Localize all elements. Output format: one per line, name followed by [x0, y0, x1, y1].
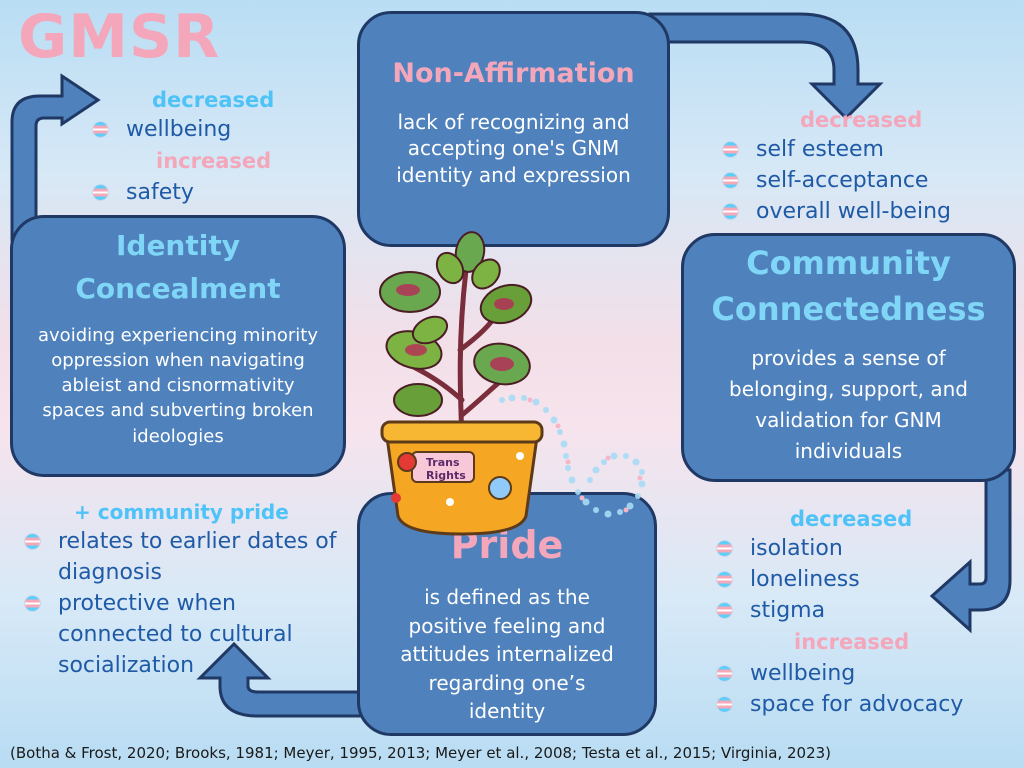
list-item: wellbeing	[716, 658, 963, 689]
trans-flag-bullet-icon	[24, 595, 41, 612]
trans-flag-bullet-icon	[716, 696, 733, 713]
bubble-trail	[499, 394, 646, 518]
list-item: space for advocacy	[716, 689, 963, 720]
trans-flag-bullet-icon	[722, 203, 739, 220]
bottom-right-decreased-label: decreased	[790, 507, 913, 531]
trans-flag-bullet-icon	[716, 540, 733, 557]
top-left-decreased-label: decreased	[152, 88, 275, 112]
bottom-right-increased-label: increased	[794, 630, 910, 654]
list-item: stigma	[716, 595, 963, 626]
flower-pot	[380, 420, 544, 536]
list-item: wellbeing	[92, 114, 274, 145]
page-title: GMSR	[18, 2, 221, 72]
arrow-top-right	[648, 12, 884, 121]
list-item: loneliness	[716, 564, 963, 595]
list-item: self esteem	[722, 134, 951, 165]
top-left-list: decreased wellbeing increased safety	[92, 86, 274, 208]
arrow-left-up	[10, 73, 101, 242]
pride-text: is defined as the positive feeling and a…	[400, 585, 614, 724]
non-affirmation-card: Non-Affirmation lack of recognizing and …	[357, 11, 670, 247]
non-affirmation-text: lack of recognizing and accepting one's …	[396, 110, 631, 187]
list-item: relates to earlier dates of diagnosis	[24, 526, 354, 588]
citation: (Botha & Frost, 2020; Brooks, 1981; Meye…	[10, 744, 832, 762]
community-connectedness-title: Community Connectedness	[711, 244, 986, 329]
trans-flag-bullet-icon	[24, 533, 41, 550]
pot-sticker-line2: Rights	[426, 469, 466, 482]
trans-flag-bullet-icon	[92, 184, 109, 201]
top-left-increased-label: increased	[156, 149, 272, 173]
top-right-list: decreased self esteem self-acceptance ov…	[722, 106, 951, 227]
trans-flag-bullet-icon	[722, 141, 739, 158]
bottom-left-list: + community pride relates to earlier dat…	[24, 498, 354, 681]
identity-concealment-card: Identity Concealment avoiding experienci…	[10, 215, 346, 477]
list-item: overall well-being	[722, 196, 951, 227]
trans-flag-bullet-icon	[716, 665, 733, 682]
trans-flag-bullet-icon	[716, 602, 733, 619]
list-item: safety	[92, 177, 274, 208]
arrow-bottom-left	[196, 641, 372, 718]
list-item: protective when connected to cultural so…	[24, 588, 354, 681]
pot-sticker-line1: Trans	[426, 456, 460, 469]
list-item: isolation	[716, 533, 963, 564]
arrow-right-down	[929, 468, 1012, 634]
bottom-right-list: decreased isolation loneliness stigma in…	[716, 505, 963, 720]
identity-concealment-text: avoiding experiencing minority oppressio…	[38, 324, 318, 447]
trans-flag-bullet-icon	[722, 172, 739, 189]
plant-illustration: Trans Rights	[379, 231, 646, 536]
community-connectedness-card: Community Connectedness provides a sense…	[681, 233, 1016, 482]
identity-concealment-title: Identity Concealment	[75, 229, 281, 306]
list-item: self-acceptance	[722, 165, 951, 196]
bottom-left-label: + community pride	[74, 500, 289, 524]
trans-flag-bullet-icon	[716, 571, 733, 588]
pride-card: Pride is defined as the positive feeling…	[357, 492, 657, 736]
non-affirmation-title: Non-Affirmation	[392, 58, 635, 89]
community-connectedness-text: provides a sense of belonging, support, …	[729, 345, 968, 463]
trans-flag-bullet-icon	[92, 121, 109, 138]
top-right-decreased-label: decreased	[800, 108, 923, 132]
